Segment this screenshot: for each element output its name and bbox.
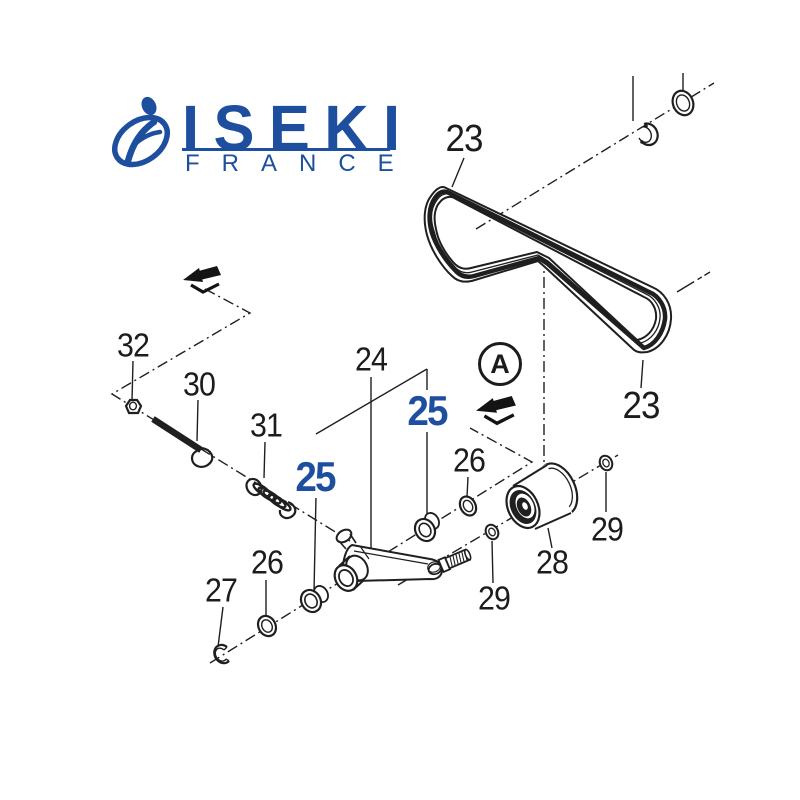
rod-30-drawing (151, 416, 214, 468)
part-label-24: 24 (355, 340, 388, 378)
part-label-31: 31 (250, 406, 283, 444)
washer-29-right-drawing (598, 454, 614, 472)
part-label-26-lower: 26 (251, 543, 284, 581)
part-label-32: 32 (117, 326, 150, 364)
washer-topright-drawing (671, 89, 695, 117)
part-label-23-top: 23 (445, 118, 483, 160)
logo-divider (182, 148, 390, 151)
arm-24-drawing (333, 528, 472, 592)
belt-drawing (423, 186, 673, 354)
washer-26-lower-drawing (256, 614, 278, 638)
belt-axis-stub-line (676, 271, 711, 293)
bushing-25-upper-drawing (413, 512, 440, 543)
spring-axis-line (110, 288, 351, 542)
logo-country-text: FRANCE (185, 150, 416, 177)
part-label-26-upper: 26 (453, 441, 486, 479)
assembly-arrow-icon (183, 266, 221, 294)
view-marker-label: A (490, 348, 510, 379)
snapring-27-drawing (213, 643, 230, 665)
assembly-arrow-icon (476, 396, 516, 426)
view-marker-a-icon: A (478, 342, 522, 386)
nut-32-drawing (124, 398, 143, 415)
washer-29-bottom-drawing (484, 523, 500, 541)
spring-31-drawing (245, 477, 297, 520)
arm-boss-drawing (333, 554, 369, 592)
leader-lines (131, 73, 684, 648)
part-label-29-bottom: 29 (478, 579, 511, 617)
iseki-logo-mark-icon (112, 96, 170, 168)
part-label-27: 27 (205, 571, 238, 609)
part-label-25-left: 25 (292, 456, 338, 498)
arm-bolt-drawing (437, 548, 472, 574)
part-label-30: 30 (183, 365, 216, 403)
part-label-29-right: 29 (591, 510, 624, 548)
washer-26-upper-drawing (458, 495, 478, 517)
part-label-28: 28 (536, 543, 569, 581)
circlip-topright-drawing (638, 122, 659, 147)
bushing-25-lower-drawing (299, 585, 329, 614)
part-label-23-bottom: 23 (622, 385, 660, 427)
part-label-25-right: 25 (404, 390, 450, 432)
pulley-28-drawing (505, 462, 579, 530)
